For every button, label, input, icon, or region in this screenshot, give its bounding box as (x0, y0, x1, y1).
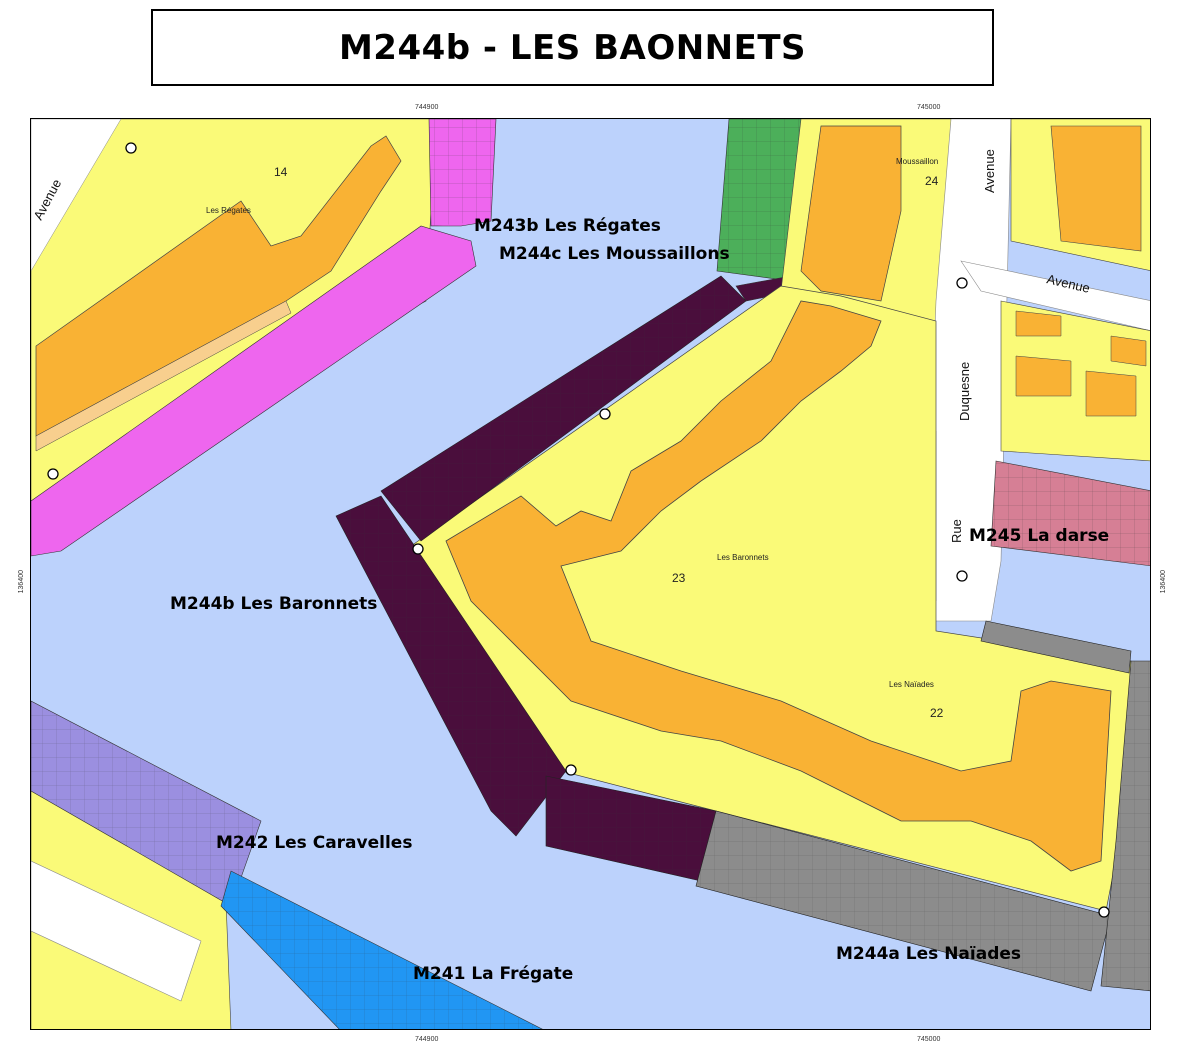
hatch-m244a-east (1101, 661, 1150, 991)
zone-label-m244b[interactable]: M244b Les Baronnets (170, 594, 377, 614)
building-e4 (1085, 370, 1137, 417)
hatch-m244b-south (546, 776, 716, 881)
mooring-post (1098, 906, 1110, 918)
zone-label-m245[interactable]: M245 La darse (969, 526, 1109, 546)
parcel-number-14: 14 (274, 165, 288, 179)
coord-top-left: 744900 (415, 104, 439, 111)
zone-label-m244a[interactable]: M244a Les Naïades (836, 944, 1021, 964)
hatch-m244c (717, 119, 801, 281)
coord-bottom-left: 744900 (415, 1036, 439, 1043)
mooring-post (47, 468, 59, 480)
terrace-regates (35, 300, 292, 452)
map-title: M244b - LES BAONNETS (338, 27, 807, 68)
hatch-m244a-south (696, 811, 1111, 991)
building-e1 (1015, 310, 1062, 337)
parcel-number-22: 22 (930, 706, 944, 720)
parcel-name-baronnets: Les Baronnets (717, 553, 769, 562)
coord-top-right: 745000 (917, 104, 941, 111)
hatch-m241 (221, 871, 543, 1029)
map-frame[interactable]: 14 Les Régates 23 Les Baronnets 22 Les N… (30, 118, 1151, 1030)
building-moussaillon (800, 125, 902, 302)
road-top-left (31, 119, 122, 272)
hatch-m242 (31, 701, 261, 906)
zone-label-m244c[interactable]: M244c Les Moussaillons (499, 244, 730, 264)
coord-left: 136400 (18, 570, 25, 594)
zone-label-m241[interactable]: M241 La Frégate (413, 964, 573, 984)
mooring-post (956, 570, 968, 582)
zone-m243b-diagonal (31, 225, 477, 557)
parcel-name-moussaillon: Moussaillon (896, 157, 938, 166)
building-e3 (1015, 355, 1072, 397)
street-rue: Rue (949, 519, 964, 543)
building-e2 (1110, 335, 1147, 367)
hatch-m243b-top (429, 119, 496, 226)
street-duquesne: Duquesne (957, 362, 972, 421)
zone-label-m243b[interactable]: M243b Les Régates (474, 216, 661, 236)
parcel-number-23: 23 (672, 571, 686, 585)
road-avenue-right (960, 260, 1150, 331)
mooring-post (599, 408, 611, 420)
zone-m244a-north (980, 620, 1132, 674)
coord-bottom-right: 745000 (917, 1036, 941, 1043)
mooring-post (956, 277, 968, 289)
cadastral-map[interactable]: 14 Les Régates 23 Les Baronnets 22 Les N… (31, 119, 1151, 1030)
hatch-m245 (991, 461, 1150, 566)
parcel-number-24: 24 (925, 174, 939, 188)
coord-right: 136400 (1160, 570, 1167, 594)
parcel-name-regates: Les Régates (206, 206, 251, 215)
hatch-m244b-north (381, 276, 746, 541)
mooring-post (125, 142, 137, 154)
hatch-m244b-west (336, 496, 566, 836)
parcel-name-naiades: Les Naïades (889, 680, 934, 689)
mooring-post (565, 764, 577, 776)
mooring-post (412, 543, 424, 555)
street-avenue-top-right: Avenue (982, 149, 997, 193)
map-title-box: M244b - LES BAONNETS (151, 9, 994, 86)
road-sw (31, 860, 202, 1002)
building-baronnets-naiades (445, 300, 1112, 872)
building-ne (1050, 125, 1142, 252)
zone-label-m242[interactable]: M242 Les Caravelles (216, 833, 412, 853)
